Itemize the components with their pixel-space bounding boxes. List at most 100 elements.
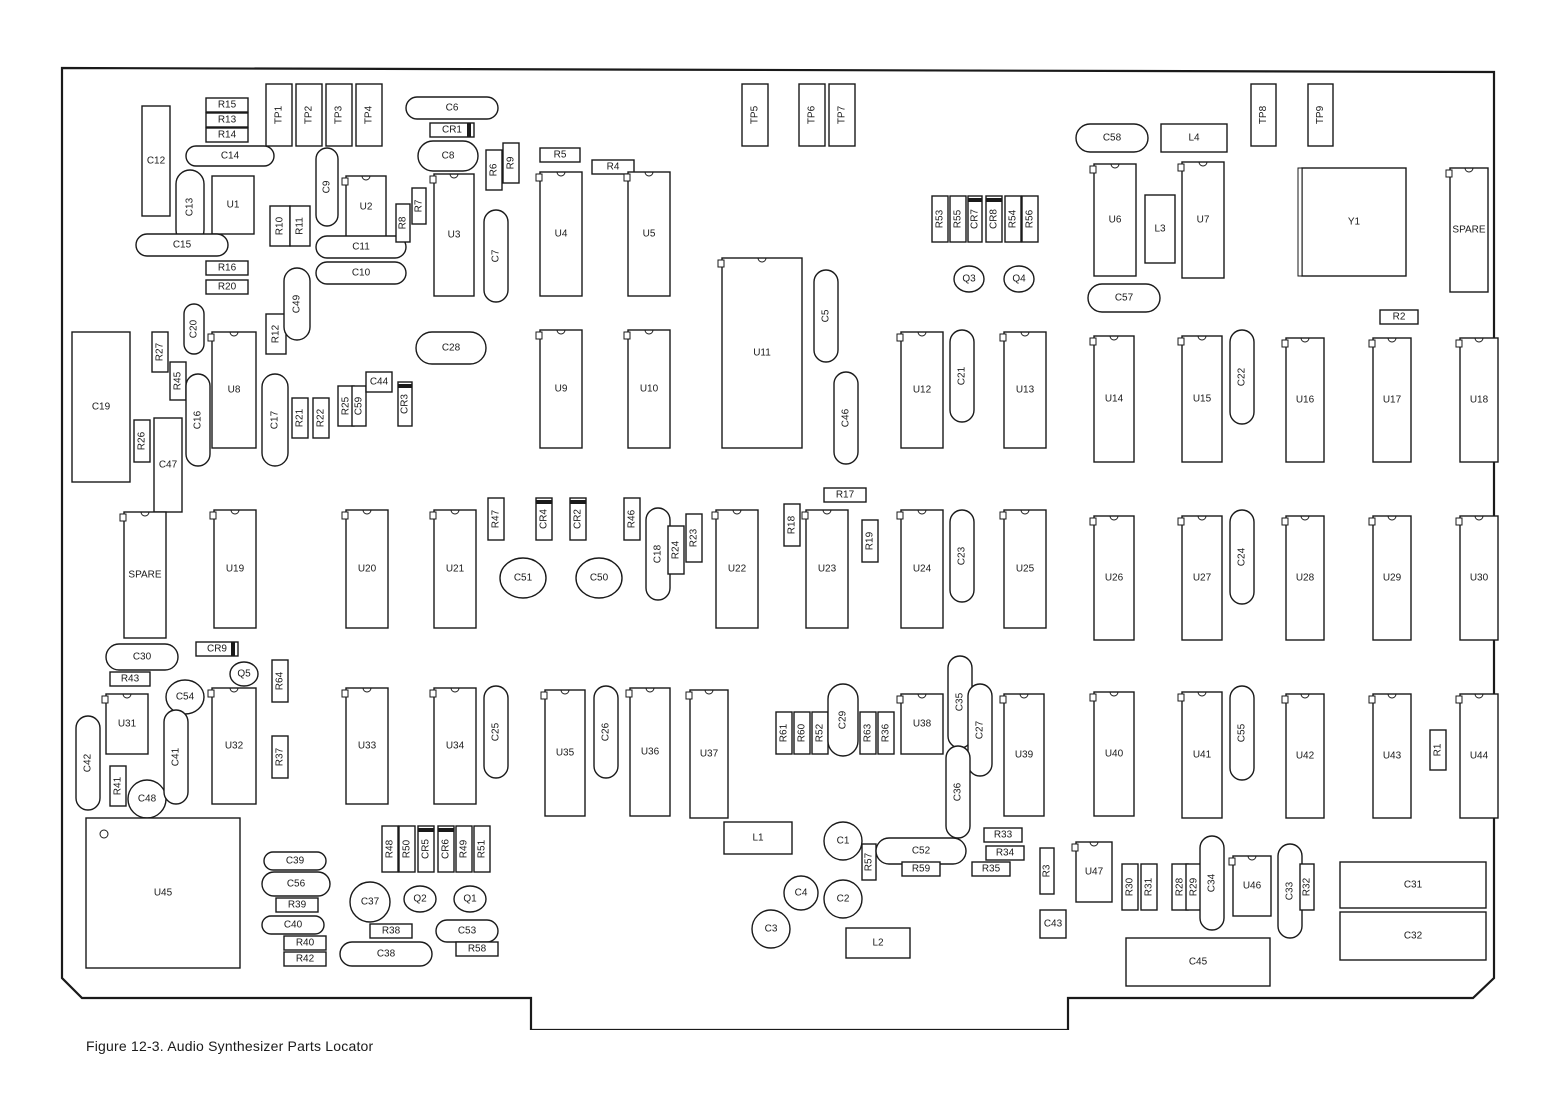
part-label-r54: R54 [1008, 209, 1019, 228]
part-label-c51: C51 [514, 573, 533, 584]
part-body-r2 [1379, 309, 1419, 325]
part-body-r13 [205, 112, 249, 128]
pin1-marker [999, 695, 1007, 704]
part-body-c14 [185, 145, 275, 167]
part-u27: U27 [1177, 515, 1223, 641]
part-label-r34: R34 [996, 848, 1015, 859]
part-body-r37 [271, 735, 289, 779]
part-label-u12: U12 [913, 385, 932, 396]
part-body-cr1 [429, 122, 475, 138]
part-body-r7 [411, 187, 427, 225]
part-tp3: TP3 [325, 83, 353, 147]
part-body-r59 [901, 861, 941, 877]
part-body-r22 [312, 397, 330, 439]
pin1-marker [540, 691, 548, 700]
part-u34: U34 [429, 687, 477, 805]
part-body-u34 [433, 687, 477, 805]
part-label-u47: U47 [1085, 867, 1104, 878]
part-label-r4: R4 [607, 162, 620, 173]
part-label-l4: L4 [1188, 133, 1200, 144]
part-body-c50 [575, 557, 623, 599]
part-body-u30 [1459, 515, 1499, 641]
ic-notch [560, 689, 570, 695]
part-label-r19: R19 [865, 531, 876, 550]
part-body-q3 [953, 265, 985, 293]
part-label-u8: U8 [228, 385, 241, 396]
pin1-marker [1089, 693, 1097, 702]
part-label-r6: R6 [489, 163, 500, 176]
part-label-cr9: CR9 [207, 644, 227, 655]
part-body-c28 [415, 331, 487, 365]
part-label-u17: U17 [1383, 395, 1402, 406]
part-label-c34: C34 [1207, 873, 1218, 892]
part-r22: R22 [312, 397, 330, 439]
ic-notch [450, 509, 460, 515]
part-label-r51: R51 [477, 839, 488, 858]
part-u3: U3 [429, 173, 475, 297]
crystal-edge [1297, 167, 1303, 277]
part-c37: C37 [349, 881, 391, 923]
part-body-r26 [133, 419, 151, 463]
part-body-r40 [283, 935, 327, 951]
part-label-u13: U13 [1016, 385, 1035, 396]
part-u13: U13 [999, 331, 1047, 449]
part-body-c45 [1125, 937, 1271, 987]
part-label-tp4: TP4 [364, 105, 375, 124]
part-c24: C24 [1229, 509, 1255, 605]
pin1-marker [1089, 517, 1097, 526]
ic-notch [1089, 841, 1099, 847]
part-r38: R38 [369, 923, 413, 939]
pin1-marker [711, 511, 719, 520]
pin1-marker [1177, 693, 1185, 702]
part-label-u22: U22 [728, 564, 747, 575]
ic-notch [1464, 167, 1474, 173]
part-label-c16: C16 [193, 410, 204, 429]
part-r61: R61 [775, 711, 793, 755]
part-body-c58 [1075, 123, 1149, 153]
part-r27: R27 [151, 331, 169, 373]
part-body-r30 [1121, 863, 1139, 911]
part-r37: R37 [271, 735, 289, 779]
part-label-r41: R41 [113, 776, 124, 795]
part-label-u34: U34 [446, 741, 465, 752]
part-label-u3: U3 [448, 230, 461, 241]
part-r64: R64 [271, 659, 289, 703]
part-body-u2 [345, 175, 387, 239]
part-body-u1 [211, 175, 255, 235]
part-label-u37: U37 [700, 749, 719, 760]
part-label-c47: C47 [159, 460, 178, 471]
part-c50: C50 [575, 557, 623, 599]
part-body-tp9 [1307, 83, 1334, 147]
part-u23: U23 [801, 509, 849, 629]
part-u6: U6 [1089, 163, 1137, 277]
part-cr6: CR6 [437, 825, 455, 873]
part-r13: R13 [205, 112, 249, 128]
part-body-c7 [483, 209, 509, 303]
part-body-u5 [627, 171, 671, 297]
part-label-u23: U23 [818, 564, 837, 575]
part-c36: C36 [945, 745, 971, 839]
part-u43: U43 [1368, 693, 1412, 819]
pin1-marker [1281, 695, 1289, 704]
part-body-r14 [205, 127, 249, 143]
part-body-c9 [315, 147, 339, 227]
part-label-r52: R52 [815, 723, 826, 742]
part-label-u29: U29 [1383, 573, 1402, 584]
ic-notch [1300, 515, 1310, 521]
part-label-u10: U10 [640, 384, 659, 395]
part-r3: R3 [1039, 847, 1055, 895]
part-body-u8 [211, 331, 257, 449]
part-label-u6: U6 [1109, 215, 1122, 226]
part-label-r42: R42 [296, 954, 315, 965]
pin1-marker [896, 511, 904, 520]
cathode-band [231, 642, 235, 656]
part-c16: C16 [185, 373, 211, 467]
part-r2: R2 [1379, 309, 1419, 325]
part-body-u36 [629, 687, 671, 817]
ic-notch [1197, 691, 1207, 697]
part-label-u31: U31 [118, 719, 137, 730]
part-u45: U45 [85, 817, 241, 969]
part-body-tp6 [798, 83, 826, 147]
part-r15: R15 [205, 97, 249, 113]
